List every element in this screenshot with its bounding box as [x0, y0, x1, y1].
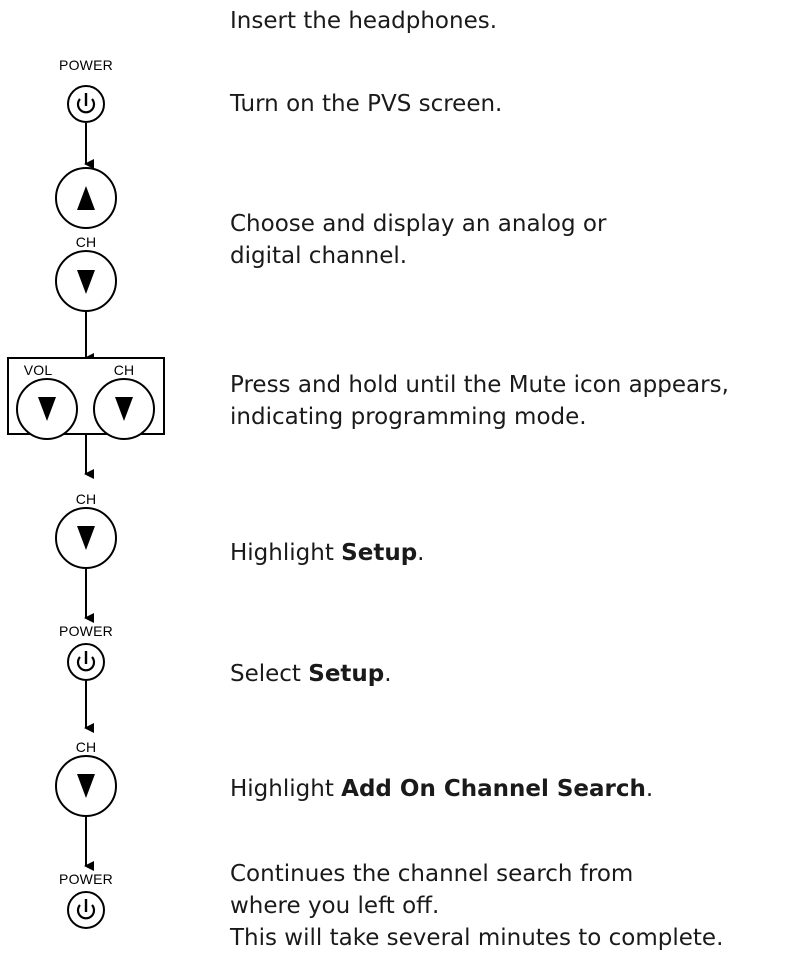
power-icon — [76, 899, 96, 920]
step-3-text: Choose and display an analog or digital … — [230, 208, 606, 272]
step-7-bold: Add On Channel Search — [341, 776, 646, 802]
power-button-1[interactable] — [67, 85, 105, 123]
power-button-3[interactable] — [67, 891, 105, 929]
step-3-line-2: digital channel. — [230, 243, 408, 269]
triangle-down-icon — [115, 397, 133, 421]
ch-label-2: CH — [75, 491, 97, 507]
step-1-line-1: Insert the headphones. — [230, 8, 498, 34]
ch-down-button-3[interactable] — [55, 755, 117, 817]
step-1-text: Insert the headphones. — [230, 5, 497, 37]
step-4-text: Press and hold until the Mute icon appea… — [230, 369, 729, 433]
vol-label: VOL — [23, 362, 53, 378]
triangle-down-icon — [77, 526, 95, 550]
vol-down-button[interactable] — [16, 378, 78, 440]
step-8-line-2: where you left off. — [230, 893, 440, 919]
step-6-bold: Setup — [308, 661, 385, 687]
step-4-line-2: indicating programming mode. — [230, 404, 587, 430]
ch-down-button-2[interactable] — [55, 507, 117, 569]
power-icon — [76, 651, 96, 672]
power-label-1: POWER — [59, 57, 113, 73]
step-8-text: Continues the channel search from where … — [230, 858, 723, 954]
step-2-line-1: Turn on the PVS screen. — [230, 91, 503, 117]
triangle-down-icon — [77, 774, 95, 798]
triangle-up-icon — [77, 186, 95, 210]
step-6-text: Select Setup. — [230, 658, 392, 690]
ch-label-combo: CH — [113, 362, 135, 378]
step-5-text: Highlight Setup. — [230, 537, 424, 569]
step-5-prefix: Highlight — [230, 540, 342, 566]
step-7-text: Highlight Add On Channel Search. — [230, 773, 653, 805]
ch-up-button[interactable] — [55, 167, 117, 229]
step-2-text: Turn on the PVS screen. — [230, 88, 502, 120]
step-6-suffix: . — [384, 661, 392, 687]
step-5-suffix: . — [417, 540, 425, 566]
step-5-bold: Setup — [341, 540, 418, 566]
step-3-line-1: Choose and display an analog or — [230, 211, 607, 237]
ch-label-1: CH — [75, 234, 97, 250]
power-label-3: POWER — [59, 871, 113, 887]
power-button-2[interactable] — [67, 643, 105, 681]
power-label-2: POWER — [59, 623, 113, 639]
ch-down-button-combo[interactable] — [93, 378, 155, 440]
step-8-line-3: This will take several minutes to comple… — [230, 925, 724, 951]
ch-label-3: CH — [75, 739, 97, 755]
step-4-line-1: Press and hold until the Mute icon appea… — [230, 372, 729, 398]
ch-down-button-1[interactable] — [55, 250, 117, 312]
step-7-prefix: Highlight — [230, 776, 342, 802]
power-icon — [76, 93, 96, 114]
step-8-line-1: Continues the channel search from — [230, 861, 634, 887]
triangle-down-icon — [38, 397, 56, 421]
triangle-down-icon — [77, 270, 95, 294]
step-6-prefix: Select — [230, 661, 309, 687]
step-7-suffix: . — [645, 776, 654, 802]
